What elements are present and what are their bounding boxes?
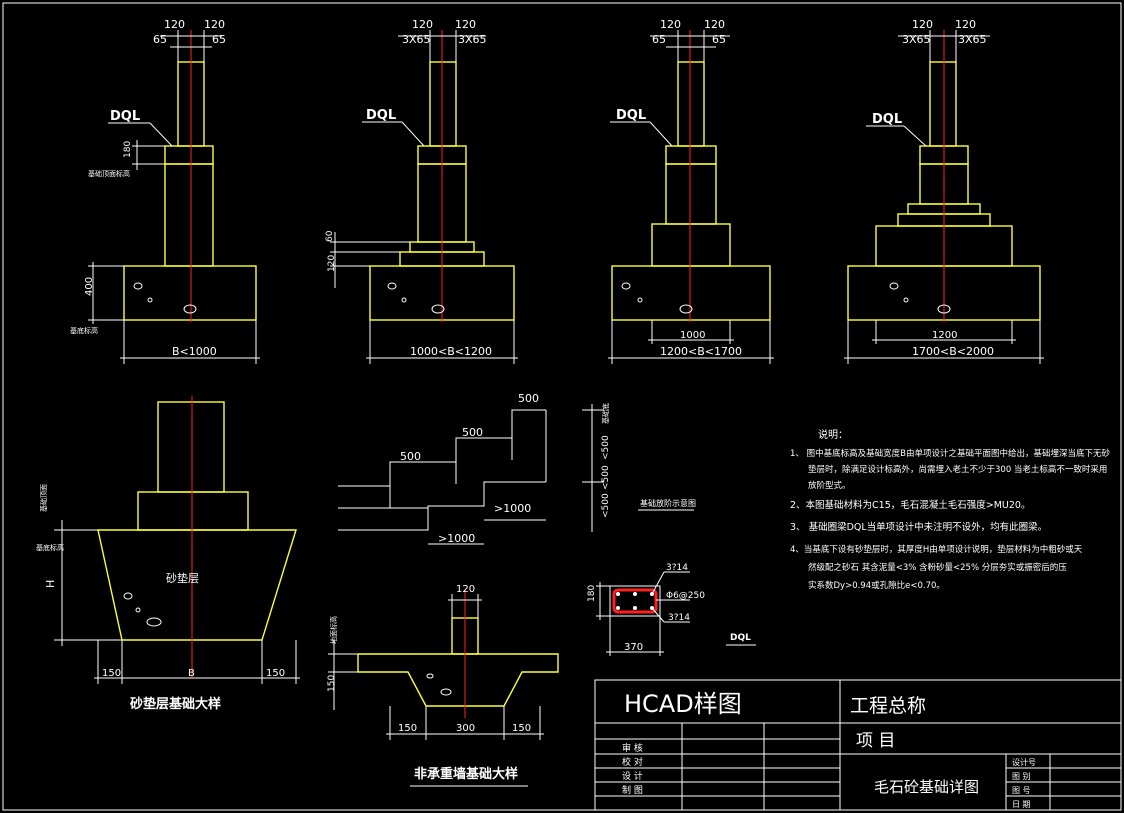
s2-w-right: 120: [455, 18, 476, 31]
nonload-h150: 150: [327, 675, 337, 692]
s2-h60: 60: [325, 230, 335, 242]
sand-d-right: 150: [266, 668, 285, 679]
step-500c: 500: [518, 392, 539, 405]
notes-n2: 2、本图基础材料为C15，毛石混凝土毛石强度>MU20。: [790, 499, 1030, 511]
dql-mid: Φ6@250: [666, 591, 705, 601]
dql-top: 3?14: [666, 563, 688, 573]
step-caption: 基础放阶示意图: [640, 498, 696, 508]
title-r2: 校 对: [622, 756, 643, 768]
nonload-w120: 120: [456, 584, 475, 595]
s3-w-left: 120: [660, 18, 681, 31]
notes-n4b: 然级配之砂石 其含泥量<3% 含粉砂量<25% 分层夯实或振密后的压: [808, 562, 1067, 573]
title-c4: 日 期: [1012, 800, 1031, 809]
step-v500b: <500: [601, 465, 611, 490]
title-project-total: 工程总称: [850, 695, 926, 717]
section-2: 120 120 3X65 3X65 DQL 60 120 1000<B<1200: [325, 18, 518, 364]
s1-h400: 400: [84, 277, 95, 296]
step-v500a: <500: [601, 435, 611, 460]
sand-h: H: [44, 580, 57, 588]
notes-n3: 3、 基础圈梁DQL当单项设计中未注明不设外，均有此圈梁。: [790, 521, 1047, 533]
nonload-d1: 150: [398, 723, 417, 734]
aggregate-marks: [123, 282, 951, 696]
title-r1: 审 核: [622, 742, 643, 754]
dql-bot: 3?14: [668, 613, 690, 623]
s1-dql-label: DQL: [110, 109, 140, 124]
title-c1: 设计号: [1012, 757, 1036, 767]
s4-dql-label: DQL: [872, 112, 902, 127]
s2-o-left: 3X65: [402, 33, 431, 46]
sand-lab1: 基础顶面: [39, 484, 48, 512]
step-v500c: <500: [601, 493, 611, 518]
s4-o-left: 3X65: [902, 33, 931, 46]
title-block: HCAD样图 工程总称 项 目 毛石砼基础详图 审 核 校 对 设 计 制 图 …: [594, 679, 1122, 811]
step-500a: 500: [400, 450, 421, 463]
s1-h180: 180: [123, 141, 133, 158]
nonload-lab: 地面标高: [329, 616, 338, 644]
section-3: 120 120 65 65 DQL 1000 1200<B<1700: [608, 18, 774, 364]
title-r4: 制 图: [622, 784, 643, 796]
sand-fill-label: 砂垫层: [166, 571, 199, 585]
notes-n4: 4、当基底下设有砂垫层时，其厚度H由单项设计说明，垫层材料为中粗砂或天: [790, 544, 1083, 555]
notes-n1: 1、 图中基底标高及基础宽度B由单项设计之基础平面图中给出，基础埋深当底下无砂: [790, 448, 1110, 459]
s2-h120: 120: [327, 255, 337, 272]
title-project: 项 目: [856, 731, 895, 751]
s2-bottom: 1000<B<1200: [410, 345, 492, 358]
title-drawing: 毛石砼基础详图: [874, 778, 979, 796]
sand-cushion-detail: 砂垫层 H 基础顶面 基底标高 150 B 150 砂垫层基础大样: [36, 396, 300, 712]
s3-o-left: 65: [652, 33, 666, 46]
s4-inner: 1200: [932, 330, 957, 341]
dql-beam-section: 3?14 Φ6@250 3?14 180 370 DQL: [587, 563, 756, 656]
title-hcad: HCAD样图: [624, 690, 742, 718]
s1-o-left: 65: [153, 33, 167, 46]
s2-o-right: 3X65: [458, 33, 487, 46]
step-vtop: 基础底: [601, 403, 610, 424]
title-r3: 设 计: [622, 770, 643, 782]
nonload-d2: 300: [456, 723, 475, 734]
s1-w-left: 120: [164, 18, 185, 31]
step-g1000b: >1000: [494, 502, 531, 515]
s3-w-right: 120: [704, 18, 725, 31]
nonload-d3: 150: [512, 723, 531, 734]
s4-o-right: 3X65: [958, 33, 987, 46]
non-load-wall-detail: 120 150 地面标高 150 300 150 非承重墙基础大样: [327, 584, 559, 787]
step-g1000a: >1000: [438, 532, 475, 545]
s4-w-right: 120: [955, 18, 976, 31]
title-c3: 图 号: [1012, 786, 1031, 795]
step-diagram: 500 500 500 >1000 >1000 基础底 <500 <500 <5…: [338, 392, 696, 545]
sand-b: B: [188, 668, 195, 679]
section-1: 120 120 65 65 DQL 180 基础顶面标高 400 基底标高 B<…: [70, 18, 260, 364]
sand-d-left: 150: [102, 668, 121, 679]
notes-n1b: 垫层时，除满足设计标高外，尚需埋入老土不少于300 当老土标高不一致时采用: [808, 464, 1107, 475]
dql-w370: 370: [624, 642, 643, 653]
notes-n1c: 放阶型式。: [808, 480, 851, 491]
notes: 说明： 1、 图中基底标高及基础宽度B由单项设计之基础平面图中给出，基础埋深当底…: [790, 428, 1110, 591]
s1-small2: 基底标高: [70, 326, 98, 335]
s1-w-right: 120: [204, 18, 225, 31]
s1-bottom: B<1000: [172, 345, 217, 358]
s1-o-right: 65: [212, 33, 226, 46]
step-500b: 500: [462, 426, 483, 439]
dql-caption: DQL: [730, 633, 751, 643]
s4-bottom: 1700<B<2000: [912, 345, 994, 358]
sand-lab2: 基底标高: [36, 543, 64, 552]
nonload-title: 非承重墙基础大样: [414, 766, 518, 782]
section-4: 120 120 3X65 3X65 DQL 1200 1700<B<2000: [844, 18, 1044, 364]
s2-w-left: 120: [412, 18, 433, 31]
s3-bottom: 1200<B<1700: [660, 345, 742, 358]
sand-title: 砂垫层基础大样: [129, 696, 221, 712]
s1-small1: 基础顶面标高: [88, 169, 130, 178]
notes-n4c: 实系数Dy>0.94或孔隙比e<0.70。: [808, 580, 945, 591]
s3-o-right: 65: [712, 33, 726, 46]
s4-w-left: 120: [912, 18, 933, 31]
dql-h180: 180: [587, 585, 597, 602]
s2-dql-label: DQL: [366, 108, 396, 123]
notes-title: 说明：: [818, 428, 848, 441]
s3-dql-label: DQL: [616, 108, 646, 123]
title-c2: 图 别: [1012, 772, 1031, 781]
s3-inner: 1000: [680, 330, 705, 341]
